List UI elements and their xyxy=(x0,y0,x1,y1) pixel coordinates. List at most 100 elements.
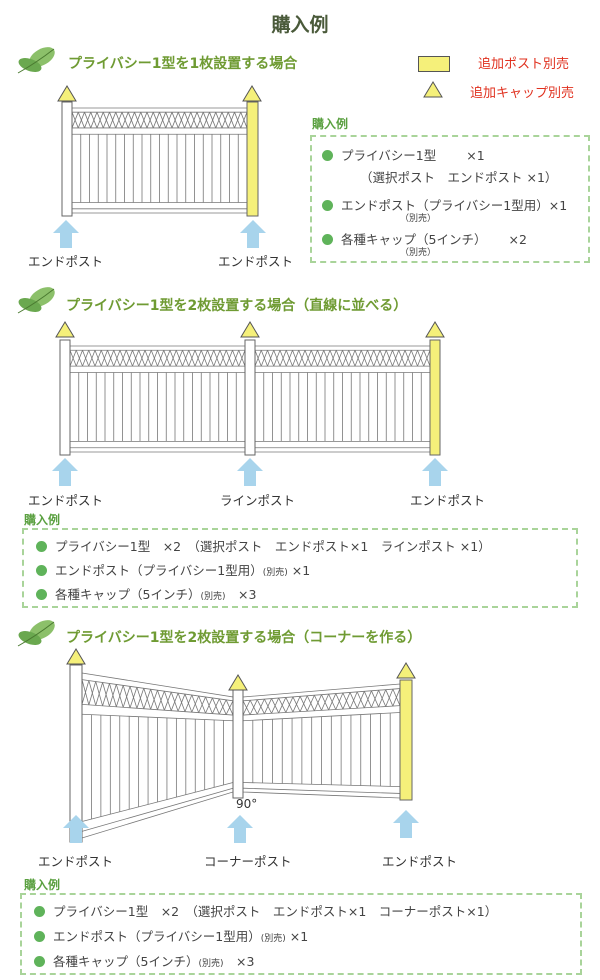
buy-box-1: プライバシー1型×1 （選択ポスト エンドポスト ×1） エンドポスト（プライバ… xyxy=(310,135,590,263)
lattice-line xyxy=(306,695,315,712)
lattice-line xyxy=(360,350,368,367)
leaf-stem xyxy=(17,288,55,314)
lattice-line xyxy=(227,112,235,129)
lattice-line xyxy=(132,350,140,367)
lattice-line xyxy=(165,112,173,129)
lattice-line xyxy=(267,350,275,367)
lattice-line xyxy=(95,682,103,706)
leaf-shape xyxy=(18,58,42,72)
lattice-line xyxy=(82,350,90,367)
up-arrow-icon xyxy=(53,220,79,248)
lattice-line xyxy=(191,695,200,713)
lattice-line xyxy=(134,112,142,129)
page-title: 購入例 xyxy=(271,14,329,36)
lattice-line xyxy=(205,697,213,714)
up-arrow-icon xyxy=(237,458,263,486)
lattice-line xyxy=(213,350,221,367)
section-heading-2: プライバシー1型を2枚設置する場合（直線に並べる） xyxy=(66,298,408,314)
lattice-line xyxy=(77,112,85,129)
list-item-note: （別売） xyxy=(400,214,437,224)
lattice-line xyxy=(328,693,337,711)
lattice-line xyxy=(285,696,294,713)
lattice-line xyxy=(121,112,129,129)
up-arrow-icon xyxy=(422,458,448,486)
end-post-label: エンドポスト xyxy=(410,493,486,508)
end-post-yellow xyxy=(246,101,259,217)
added-post-legend-swatch xyxy=(418,56,450,72)
cap-triangle-icon xyxy=(240,321,260,338)
cap-triangle-icon xyxy=(396,662,416,679)
lattice-line xyxy=(273,350,281,367)
lattice-line xyxy=(354,350,362,367)
lattice-line xyxy=(136,688,145,709)
lattice-line xyxy=(292,696,301,713)
lattice-line xyxy=(100,350,108,367)
rail xyxy=(81,787,234,832)
lattice-line xyxy=(157,691,165,710)
lattice-line xyxy=(182,350,190,367)
lattice-line xyxy=(299,695,308,712)
lattice-line xyxy=(279,350,287,367)
lattice-line xyxy=(323,350,331,367)
lattice-line xyxy=(256,698,265,715)
end-post-yellow xyxy=(429,339,441,456)
fence-panel xyxy=(71,107,248,214)
buy-box-3: プライバシー1型 ×2 （選択ポスト エンドポスト×1 コーナーポスト×1） エ… xyxy=(20,893,582,975)
leaf-bullet-icon xyxy=(36,541,47,552)
lattice-line xyxy=(196,112,204,129)
lattice-line xyxy=(238,350,246,367)
cap-triangle-icon xyxy=(242,85,262,102)
legend-cap-triangle-icon xyxy=(423,81,443,98)
lattice-line xyxy=(225,700,234,715)
lattice-line xyxy=(392,350,400,367)
section-heading-1: プライバシー1型を1枚設置する場合 xyxy=(68,56,298,72)
leaf-bullet-icon xyxy=(36,589,47,600)
leaf-logo-icon xyxy=(17,47,55,74)
cap-triangle-icon xyxy=(228,674,248,691)
corner-post xyxy=(232,689,244,799)
list-item-sub: （選択ポスト エンドポスト ×1） xyxy=(360,170,558,185)
lattice-line xyxy=(298,350,306,367)
list-item: エンドポスト（プライバシー1型用）(別売) ×1 xyxy=(36,560,310,579)
lattice-line xyxy=(385,688,394,707)
lattice-line xyxy=(170,692,179,711)
end-post-label: エンドポスト xyxy=(382,854,458,869)
lattice-line xyxy=(125,350,133,367)
lattice-line xyxy=(127,112,135,129)
lattice-line xyxy=(348,350,356,367)
lattice-line xyxy=(404,350,412,367)
lattice-line xyxy=(385,350,393,367)
lattice-line xyxy=(175,350,183,367)
list-item: プライバシー1型 ×2 （選択ポスト エンドポスト×1 ラインポスト ×1） xyxy=(36,536,491,555)
list-item: プライバシー1型×1 xyxy=(322,145,485,164)
leaf-shape xyxy=(18,298,42,312)
up-arrow-icon xyxy=(52,458,78,486)
line-post-label: ラインポスト xyxy=(220,493,296,508)
lattice-line xyxy=(202,112,210,129)
leaf-bullet-icon xyxy=(34,931,45,942)
lattice-line xyxy=(184,112,192,129)
lattice-line xyxy=(184,694,193,712)
lattice-line xyxy=(313,694,322,711)
lattice-line xyxy=(379,350,387,367)
list-item: 各種キャップ（5インチ）×2 xyxy=(322,229,527,248)
up-arrow-icon xyxy=(393,810,419,838)
up-arrow-icon xyxy=(240,220,266,248)
list-item: プライバシー1型 ×2 （選択ポスト エンドポスト×1 コーナーポスト×1） xyxy=(34,901,497,920)
fence-panel xyxy=(69,345,246,453)
lattice-line xyxy=(109,112,117,129)
lattice-line xyxy=(107,350,115,367)
lattice-line xyxy=(159,112,167,129)
lattice-line xyxy=(150,690,158,710)
lattice-line xyxy=(410,350,418,367)
lattice-line xyxy=(335,692,344,710)
lattice-line xyxy=(119,350,127,367)
lattice-line xyxy=(292,350,300,367)
lattice-line xyxy=(423,350,431,367)
section-heading-3: プライバシー1型を2枚設置する場合（コーナーを作る） xyxy=(66,630,422,646)
end-post xyxy=(61,101,73,217)
lattice-line xyxy=(81,680,90,705)
lattice-line xyxy=(94,350,102,367)
leaf-stem xyxy=(17,621,55,647)
